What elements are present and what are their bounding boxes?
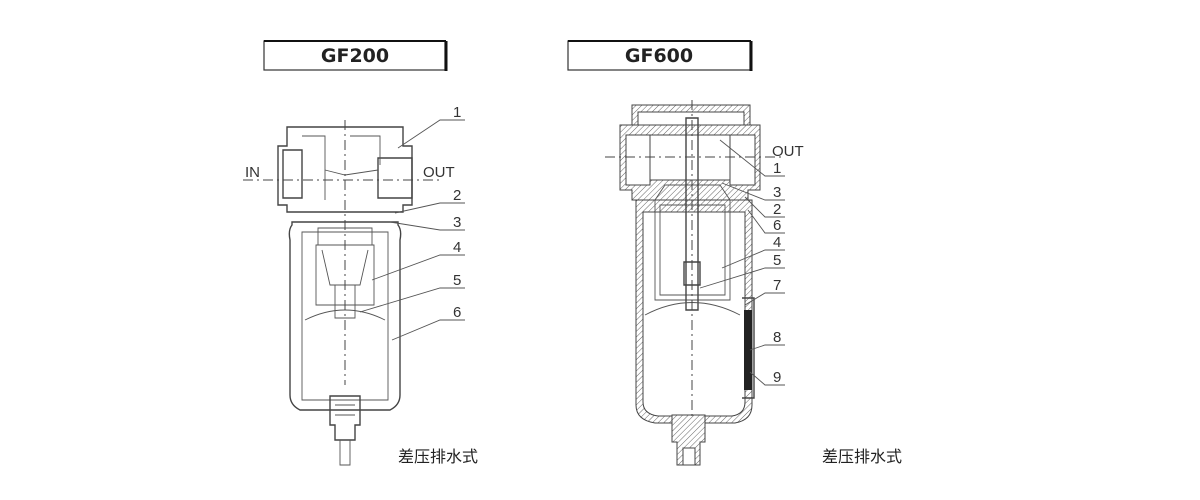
gf200-caption: 差压排水式 bbox=[398, 447, 478, 466]
gf200-diagram: GF200 IN OUT bbox=[243, 40, 478, 466]
part-number: 1 bbox=[453, 104, 461, 121]
part-number: 8 bbox=[773, 329, 781, 346]
part-number: 3 bbox=[773, 184, 781, 201]
part-number: 1 bbox=[773, 160, 781, 177]
part-number: 7 bbox=[773, 277, 781, 294]
part-number: 6 bbox=[773, 217, 781, 234]
part-number: 5 bbox=[773, 252, 781, 269]
gf600-caption: 差压排水式 bbox=[822, 447, 902, 466]
gf600-part-numbers: 1 3 2 6 4 5 7 8 9 bbox=[773, 160, 781, 386]
gf200-title-box: GF200 bbox=[263, 40, 448, 71]
gf600-leaders bbox=[699, 139, 785, 386]
part-number: 9 bbox=[773, 369, 781, 386]
gf600-body bbox=[605, 100, 785, 466]
gf200-inlet-label: IN bbox=[245, 164, 260, 181]
gf600-title-box: GF600 bbox=[567, 40, 753, 71]
part-number: 4 bbox=[453, 239, 461, 256]
part-number: 6 bbox=[453, 304, 461, 321]
gf200-title: GF200 bbox=[321, 45, 389, 67]
gf200-body bbox=[243, 120, 440, 466]
part-number: 2 bbox=[773, 201, 781, 218]
gf200-leaders bbox=[359, 119, 465, 341]
part-number: 5 bbox=[453, 272, 461, 289]
part-number: 2 bbox=[453, 187, 461, 204]
part-number: 3 bbox=[453, 214, 461, 231]
gf600-diagram: GF600 bbox=[567, 40, 902, 466]
gf200-part-numbers: 1 2 3 4 5 6 bbox=[453, 104, 461, 321]
part-number: 4 bbox=[773, 234, 781, 251]
gf600-outlet-label: OUT bbox=[772, 143, 804, 160]
gf600-title: GF600 bbox=[625, 45, 693, 67]
gf200-outlet-label: OUT bbox=[423, 164, 455, 181]
